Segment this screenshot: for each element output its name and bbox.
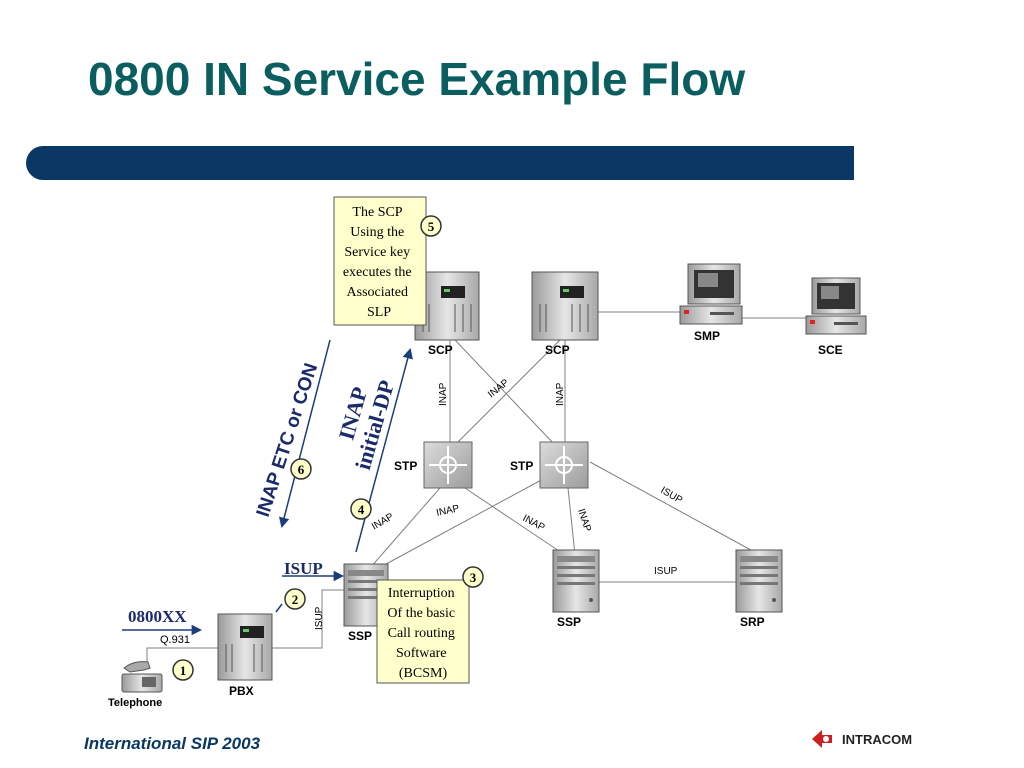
bcsm-note-line: Call routing	[388, 626, 455, 641]
pbx-label: PBX	[229, 684, 254, 698]
step-3-badge: 3	[462, 566, 484, 588]
link-label-inap: INAP	[555, 382, 566, 406]
ssp-label: SSP	[557, 615, 581, 629]
srp-server-icon	[735, 549, 783, 613]
step-1-badge: 1	[172, 659, 194, 681]
network-links	[146, 311, 808, 665]
step-4-badge: 4	[350, 498, 372, 520]
arrow-inap-etc	[279, 339, 331, 529]
step-2-badge: 2	[284, 588, 306, 610]
step-6-badge: 6	[290, 458, 312, 480]
bcsm-note-box: Interruption Of the basic Call routing S…	[376, 579, 470, 684]
stp-router-icon	[539, 441, 589, 489]
sce-workstation-icon	[805, 277, 867, 335]
isup-flow-label: ISUP	[284, 559, 323, 578]
link-label-isup: ISUP	[314, 606, 325, 630]
telephone-label: Telephone	[108, 697, 162, 709]
svg-text:5: 5	[428, 219, 435, 234]
link-pbx-ssp	[272, 589, 345, 649]
link-stp-right-srp	[589, 461, 761, 556]
sce-label: SCE	[818, 343, 843, 357]
srp-label: SRP	[740, 615, 765, 629]
inap-initial-dp-label: INAP initial-DP	[334, 377, 400, 472]
pbx-server-icon	[217, 613, 273, 681]
svg-text:4: 4	[358, 502, 365, 517]
svg-text:6: 6	[298, 462, 305, 477]
link-stp-left-ssp-main	[369, 487, 441, 569]
scp-note-line: Service key	[344, 245, 410, 260]
link-label-inap: INAP	[521, 513, 547, 534]
link-stp-right-ssp-right	[567, 487, 576, 556]
link-stp-left-ssp-right	[464, 487, 566, 556]
bcsm-note-line: Of the basic	[387, 606, 455, 621]
bcsm-note-line: Software	[396, 646, 447, 661]
scp-note-line: The SCP	[352, 205, 402, 220]
intracom-logo-icon	[812, 730, 832, 748]
scp-note-box: The SCP Using the Service key executes t…	[333, 196, 427, 326]
scp-note-line: SLP	[367, 305, 391, 320]
bcsm-note-line: (BCSM)	[399, 666, 448, 681]
link-label-inap: INAP	[435, 503, 460, 519]
ssp-server-icon	[552, 549, 600, 613]
step-5-badge: 5	[420, 215, 442, 237]
link-label-isup: ISUP	[659, 485, 685, 506]
link-label-inap: INAP	[575, 508, 593, 534]
intracom-logo-text: INTRACOM	[842, 732, 912, 747]
pbx-ssp-tick	[275, 603, 283, 613]
bcsm-note-line: Interruption	[388, 586, 455, 601]
svg-text:1: 1	[180, 663, 187, 678]
smp-workstation-icon	[679, 263, 743, 325]
link-scp-left-stp-right	[454, 339, 556, 446]
scp-label: SCP	[428, 343, 453, 357]
inap-etc-con-label: INAP ETC or CON	[253, 361, 322, 520]
stp-label: STP	[510, 459, 533, 473]
stp-label: STP	[394, 459, 417, 473]
link-label-inap: INAP	[486, 377, 511, 400]
dialed-number-label: 0800XX	[128, 607, 187, 626]
smp-label: SMP	[694, 329, 720, 343]
scp-label: SCP	[545, 343, 570, 357]
scp-note-line: Using the	[350, 225, 404, 240]
svg-text:The SCP Using the: The SCP Using the Service key executes t…	[343, 205, 415, 320]
svg-text:3: 3	[470, 570, 477, 585]
title-underline-bar	[26, 146, 854, 180]
scp-note-line: executes the	[343, 265, 412, 280]
link-label-isup: ISUP	[654, 566, 678, 577]
link-stp-right-ssp-main	[374, 477, 546, 571]
link-label-inap: INAP	[370, 511, 396, 532]
link-telephone-pbx	[146, 647, 220, 665]
link-label-inap: INAP	[438, 382, 449, 406]
stp-router-icon	[423, 441, 473, 489]
svg-text:Interruption Of the basi: Interruption Of the basic Call routing S…	[387, 586, 458, 681]
scp-server-icon	[531, 271, 599, 341]
telephone-icon	[121, 661, 163, 693]
footer-text: International SIP 2003	[84, 734, 261, 753]
svg-text:2: 2	[292, 592, 299, 607]
q931-label: Q.931	[160, 634, 190, 646]
ssp-label: SSP	[348, 629, 372, 643]
intracom-logo: INTRACOM	[812, 730, 912, 748]
scp-note-line: Associated	[347, 285, 408, 300]
link-scp-right-stp-left	[454, 339, 561, 446]
slide-title: 0800 IN Service Example Flow	[88, 53, 746, 105]
